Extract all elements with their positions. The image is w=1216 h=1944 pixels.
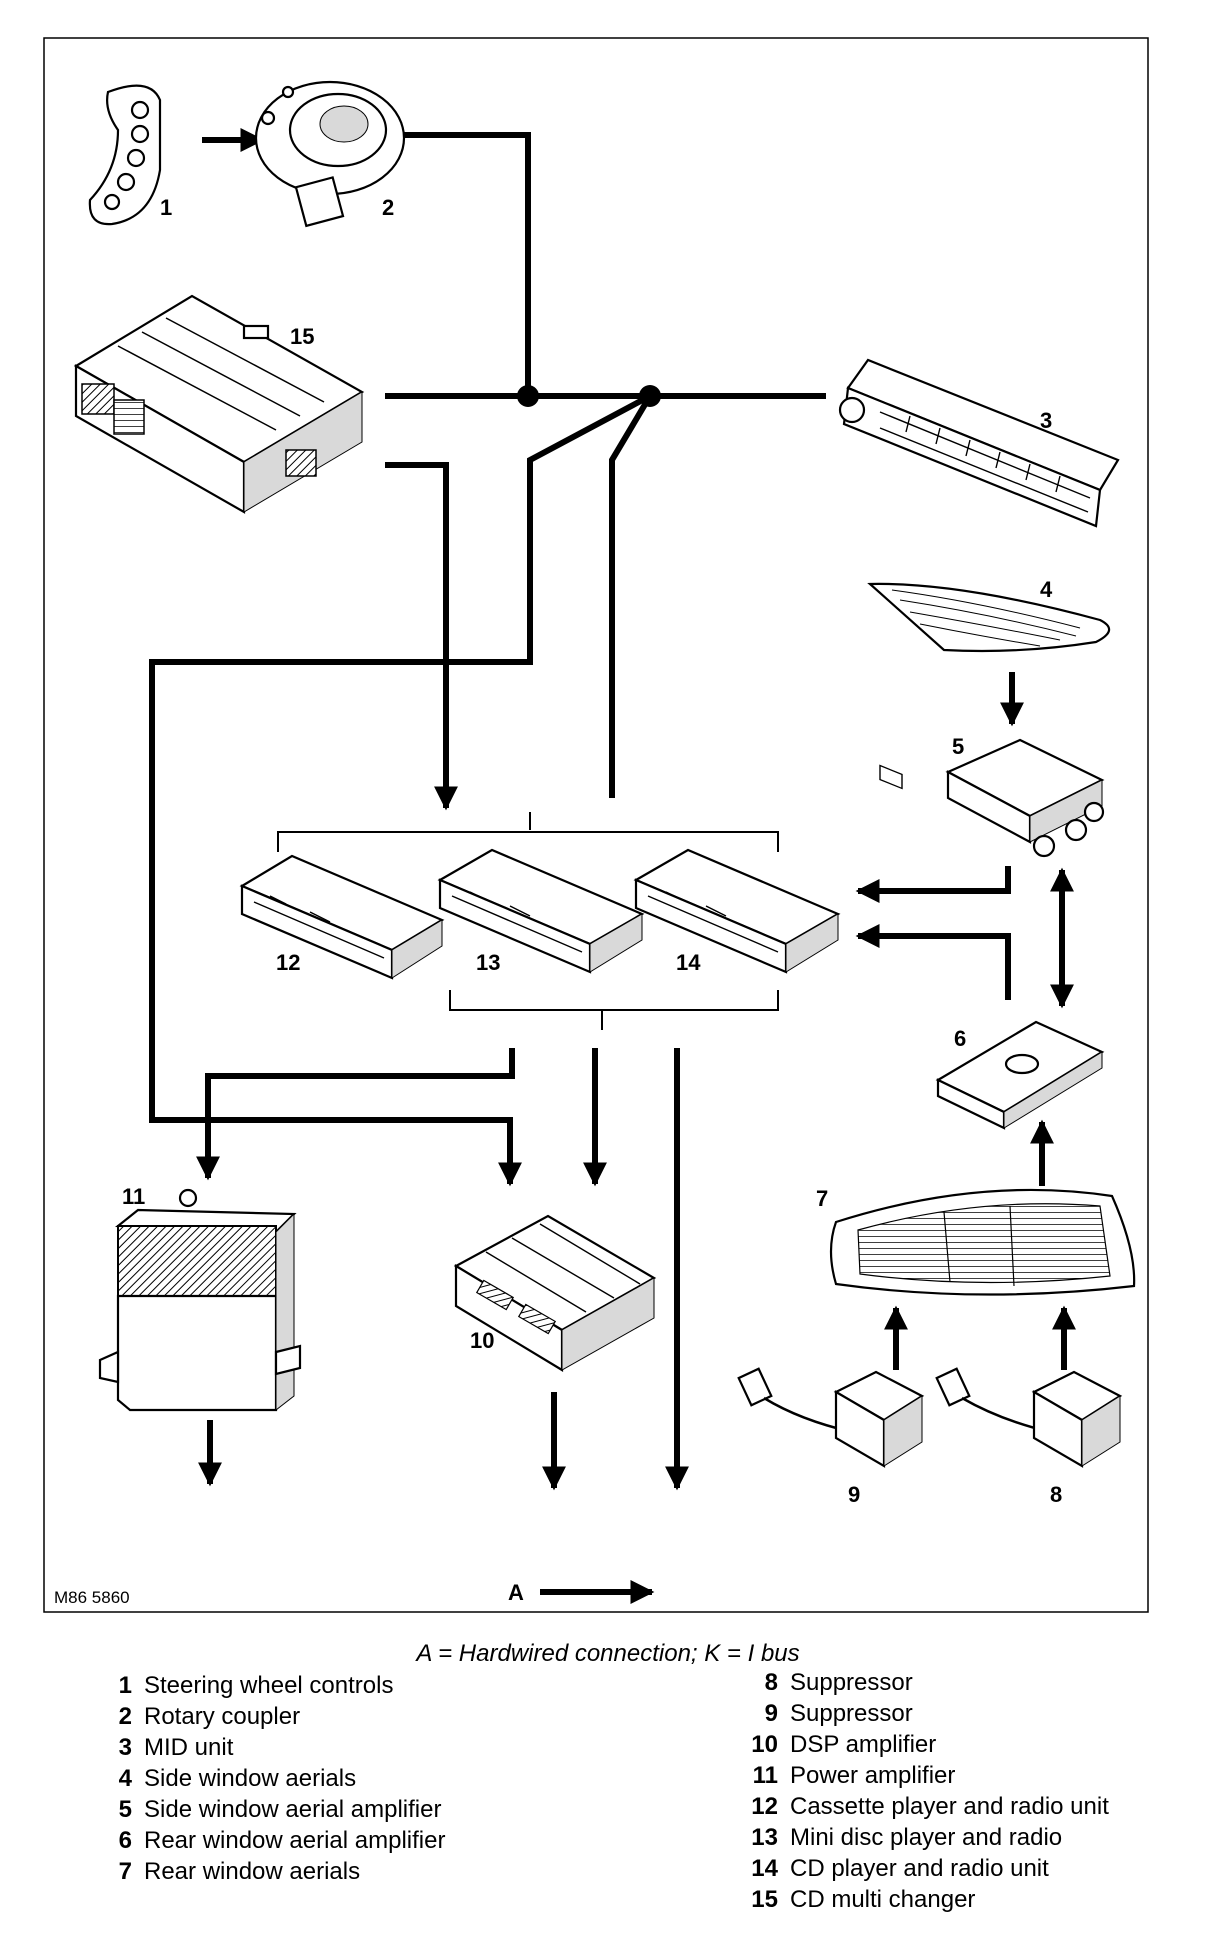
- callout-11: 11: [122, 1184, 145, 1209]
- key-item: 6 Rear window aerial amplifier: [96, 1825, 446, 1856]
- callout-labels: 1 2 3 4 5 6 7 8 9 10 11 12 13 14 15: [122, 195, 1062, 1507]
- key-item-number: 6: [118, 1827, 132, 1854]
- key-item-label: Cassette player and radio unit: [790, 1793, 1109, 1820]
- callout-15: 15: [290, 324, 314, 349]
- wire-side-amp-to-radios: [855, 866, 1011, 903]
- key-item-label: CD multi changer: [790, 1886, 976, 1913]
- key-item: 13 Mini disc player and radio: [742, 1822, 1109, 1853]
- key-item-label: CD player and radio unit: [790, 1855, 1049, 1882]
- key-item: 12 Cassette player and radio unit: [742, 1791, 1109, 1822]
- key-item: 4 Side window aerials: [96, 1763, 445, 1794]
- wire-rear-amp-to-radios: [855, 924, 1011, 1000]
- key-item: 11 Power amplifier: [742, 1760, 1109, 1791]
- key-item: 2 Rotary coupler: [96, 1701, 445, 1732]
- key-item-label: Rear window aerial amplifier: [144, 1827, 446, 1854]
- key-item-number: 3: [118, 1734, 132, 1761]
- key-item-number: 10: [751, 1731, 778, 1758]
- connection-lines: [149, 128, 1076, 1604]
- cassette-player-radio-unit: [239, 854, 445, 980]
- cd-multi-changer: [73, 294, 365, 514]
- legend-arrow-label: A: [508, 1580, 524, 1605]
- key-item: 14 CD player and radio unit: [742, 1853, 1109, 1884]
- key-item: 1 Steering wheel controls: [96, 1670, 445, 1701]
- key-item-label: Side window aerials: [144, 1765, 357, 1792]
- callout-1: 1: [160, 195, 172, 220]
- callout-14: 14: [676, 950, 701, 975]
- key-item: 15 CD multi changer: [742, 1884, 1109, 1915]
- callout-8: 8: [1050, 1482, 1062, 1507]
- key-item-label: Side window aerial amplifier: [144, 1796, 442, 1823]
- key-item-number: 15: [751, 1886, 778, 1913]
- diagram-frame: [43, 37, 1149, 1613]
- callout-5: 5: [952, 734, 964, 759]
- key-item-number: 9: [764, 1700, 778, 1727]
- figure-code: M86 5860: [54, 1588, 130, 1607]
- key-item-number: 14: [751, 1855, 778, 1882]
- wire-bus-to-power-amp: [149, 393, 652, 1187]
- key-item-number: 4: [118, 1765, 132, 1792]
- rear-window-aerial-amplifier: [935, 1020, 1105, 1130]
- key-item-label: Suppressor: [790, 1700, 913, 1727]
- key-item-label: Rear window aerials: [144, 1858, 361, 1885]
- callout-4: 4: [1040, 577, 1053, 602]
- key-item: 5 Side window aerial amplifier: [96, 1794, 445, 1825]
- callout-7: 7: [816, 1186, 828, 1211]
- suppressor-9: [737, 1367, 925, 1468]
- key-item-number: 11: [752, 1762, 778, 1789]
- dsp-amplifier: [453, 1214, 657, 1372]
- key-item-label: Suppressor: [790, 1669, 913, 1696]
- figure-caption: A = Hardwired connection; K = I bus: [416, 1640, 800, 1667]
- side-window-aerial-amplifier: [945, 738, 1105, 858]
- key-item-number: 8: [764, 1669, 778, 1696]
- side-window-aerials: [867, 582, 1111, 653]
- key-item-label: DSP amplifier: [790, 1731, 937, 1758]
- key-item-label: Mini disc player and radio: [790, 1824, 1063, 1851]
- key-item-number: 12: [751, 1793, 778, 1820]
- wire-radios-to-11: [196, 1048, 515, 1181]
- key-item-number: 5: [118, 1796, 132, 1823]
- wire-changer-to-radios: [385, 462, 458, 811]
- key-item-label: MID unit: [144, 1734, 234, 1761]
- key-item-number: 13: [751, 1824, 778, 1851]
- key-item: 7 Rear window aerials: [96, 1856, 445, 1887]
- radio-group-brackets: [277, 812, 779, 1030]
- power-amplifier: [98, 1188, 302, 1412]
- callout-13: 13: [476, 950, 500, 975]
- rotary-coupler: [254, 80, 406, 228]
- rear-window-aerials: [829, 1188, 1136, 1296]
- key-item: 9 Suppressor: [742, 1698, 1109, 1729]
- mini-disc-player-radio: [437, 848, 645, 974]
- mid-unit: [838, 358, 1120, 790]
- bus-junction-left: [517, 385, 539, 407]
- wire-bus-to-radios: [609, 394, 653, 798]
- key-item: 3 MID unit: [96, 1732, 445, 1763]
- key-item-number: 1: [118, 1672, 132, 1699]
- key-item-label: Steering wheel controls: [144, 1672, 394, 1699]
- cd-player-radio-unit: [633, 848, 841, 974]
- callout-12: 12: [276, 950, 300, 975]
- wiring-diagram: 1 2 3 4 5 6 7 8 9 10 11 12 13 14 15 M86 …: [43, 37, 1149, 1613]
- wire-coupler-to-bus: [360, 132, 531, 396]
- steering-wheel-controls: [88, 84, 162, 226]
- key-item-label: Power amplifier: [790, 1762, 956, 1789]
- callout-6: 6: [954, 1026, 966, 1051]
- callout-3: 3: [1040, 408, 1052, 433]
- callout-2: 2: [382, 195, 394, 220]
- callout-9: 9: [848, 1482, 860, 1507]
- suppressor-8: [935, 1367, 1123, 1468]
- key-item-label: Rotary coupler: [144, 1703, 301, 1730]
- callout-10: 10: [470, 1328, 494, 1353]
- key-item: 8 Suppressor: [742, 1667, 1109, 1698]
- key-item-number: 7: [118, 1858, 132, 1885]
- key-item-number: 2: [118, 1703, 132, 1730]
- key-item: 10 DSP amplifier: [742, 1729, 1109, 1760]
